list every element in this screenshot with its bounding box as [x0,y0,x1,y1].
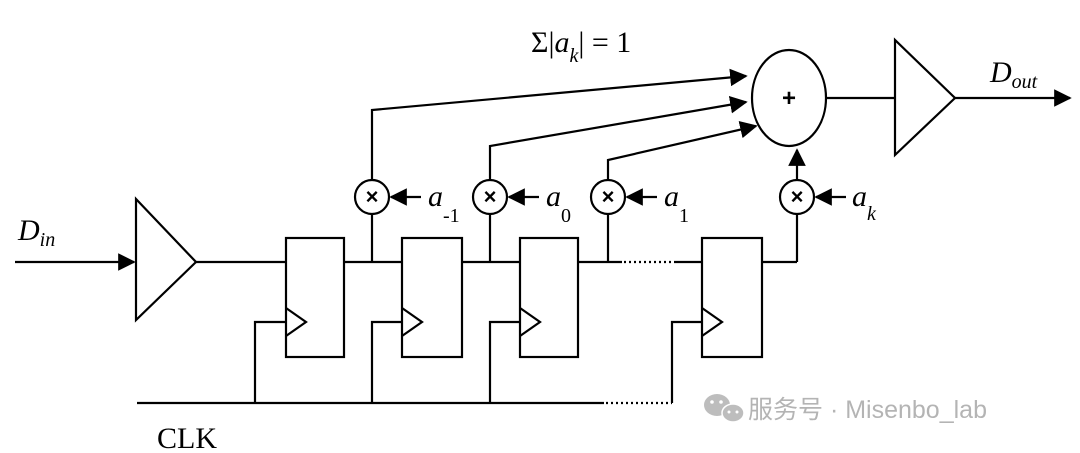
adder: + [750,48,828,148]
product-wire [370,68,748,180]
multiplier-2: × [471,178,509,216]
svg-text:×: × [366,184,379,209]
clock-tap [370,320,402,403]
clock-tap [670,320,702,403]
input-label: Din [17,214,55,251]
flip-flop-3 [518,236,580,359]
clock-tap [253,320,286,403]
wechat-icon [704,394,745,423]
clock-tap [488,320,520,403]
svg-text:×: × [484,184,497,209]
flip-flop-1 [284,236,346,359]
multiplier-k: × [778,178,816,216]
watermark-text: 服务号 · Misenbo_lab [748,396,987,424]
coefficient-label: a1 [664,180,689,227]
clock-label: CLK [157,422,217,453]
svg-text:+: + [782,85,796,112]
product-wire [606,120,758,180]
watermark: 服务号 · Misenbo_lab [704,394,987,424]
product-wire [488,96,748,180]
normalization-equation: Σ|ak| = 1 [531,26,631,67]
svg-text:×: × [602,184,615,209]
flip-flop-k [700,236,764,359]
coefficient-label: a0 [546,180,571,227]
flip-flop-2 [400,236,464,359]
coefficient-label: ak [852,180,877,225]
coefficient-label: a-1 [428,180,460,227]
svg-text:×: × [791,184,804,209]
multiplier-1: × [353,178,391,216]
input-buffer [134,196,198,323]
output-buffer [893,37,957,158]
output-label: Dout [989,56,1038,93]
multiplier-3: × [589,178,627,216]
